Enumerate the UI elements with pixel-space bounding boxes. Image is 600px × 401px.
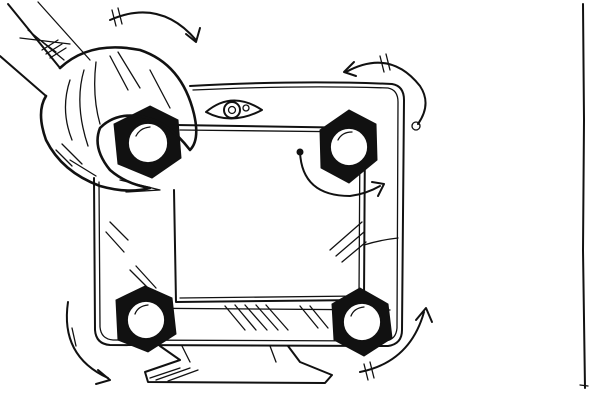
- nut-icon: [319, 109, 378, 184]
- monitor-icon: [93, 81, 405, 384]
- rotation-arrow-icon: [65, 301, 111, 385]
- wrench-icon: [0, 1, 198, 193]
- rotation-arrow-icon: [343, 53, 427, 131]
- nut-icon: [115, 285, 177, 353]
- rotation-arrow-icon: [296, 148, 385, 197]
- eye-icon: [205, 99, 263, 120]
- nut-icon: [331, 287, 393, 357]
- page-border: [579, 3, 589, 389]
- rotation-arrow-icon: [109, 7, 201, 43]
- rotation-arrow-icon: [359, 307, 433, 381]
